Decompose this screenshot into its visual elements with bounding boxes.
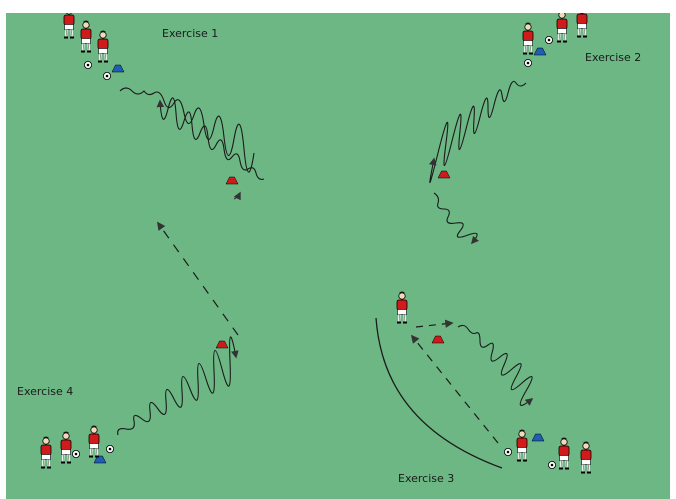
ball: [504, 448, 511, 455]
exercise-1-label: Exercise 1: [162, 27, 218, 40]
ball: [545, 36, 552, 43]
ball: [548, 461, 555, 468]
ball: [103, 72, 110, 79]
field-background: [6, 13, 670, 499]
ball: [524, 59, 531, 66]
exercise-2-label: Exercise 2: [585, 51, 641, 64]
ball: [84, 61, 91, 68]
ball: [106, 445, 113, 452]
exercise-3-label: Exercise 3: [398, 472, 454, 485]
ball: [72, 450, 79, 457]
exercise-4-label: Exercise 4: [17, 385, 73, 398]
drill-field: [6, 13, 670, 499]
